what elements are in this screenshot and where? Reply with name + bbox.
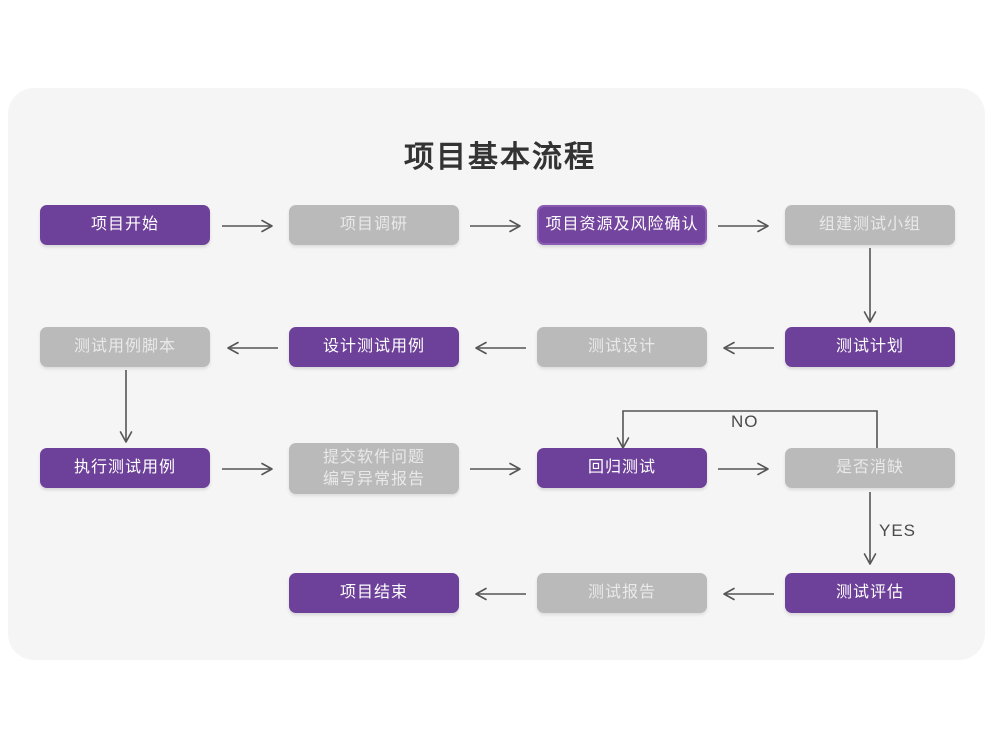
node-test-design[interactable]: 测试设计 xyxy=(537,327,707,367)
node-design-cases[interactable]: 设计测试用例 xyxy=(289,327,459,367)
node-submit-issues[interactable]: 提交软件问题 编写异常报告 xyxy=(289,443,459,494)
node-test-report[interactable]: 测试报告 xyxy=(537,573,707,613)
node-test-evaluation[interactable]: 测试评估 xyxy=(785,573,955,613)
node-execute-cases[interactable]: 执行测试用例 xyxy=(40,448,210,488)
node-project-end[interactable]: 项目结束 xyxy=(289,573,459,613)
node-project-start[interactable]: 项目开始 xyxy=(40,205,210,245)
node-regression-test[interactable]: 回归测试 xyxy=(537,448,707,488)
flowchart-card xyxy=(8,88,985,660)
node-resource-risk[interactable]: 项目资源及风险确认 xyxy=(537,205,707,245)
node-build-team[interactable]: 组建测试小组 xyxy=(785,205,955,245)
node-case-script[interactable]: 测试用例脚本 xyxy=(40,327,210,367)
node-defect-cleared[interactable]: 是否消缺 xyxy=(785,448,955,488)
edge-label-yes: YES xyxy=(879,521,917,540)
node-project-research[interactable]: 项目调研 xyxy=(289,205,459,245)
node-test-plan[interactable]: 测试计划 xyxy=(785,327,955,367)
edge-label-no: NO xyxy=(731,412,759,431)
page-title: 项目基本流程 xyxy=(404,141,596,174)
